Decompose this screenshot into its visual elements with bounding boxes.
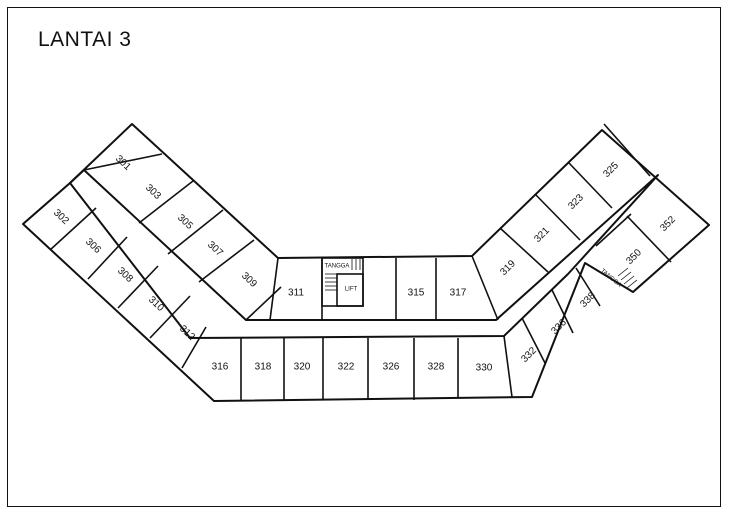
room-label-315: 315 bbox=[408, 288, 425, 299]
room-label-321: 321 bbox=[532, 225, 552, 245]
room-label-302: 302 bbox=[51, 207, 71, 227]
room-partitions bbox=[22, 123, 672, 400]
room-label-319: 319 bbox=[498, 258, 518, 278]
room-label-338: 338 bbox=[578, 290, 598, 310]
room-label-323: 323 bbox=[566, 192, 586, 212]
corridor bbox=[69, 169, 659, 339]
room-label-303: 303 bbox=[143, 182, 163, 202]
room-label-305: 305 bbox=[175, 212, 195, 232]
room-label-310: 310 bbox=[146, 294, 166, 314]
room-label-306: 306 bbox=[83, 236, 103, 256]
room-label-309: 309 bbox=[239, 270, 259, 290]
room-label-350: 350 bbox=[624, 247, 644, 267]
room-label-328: 328 bbox=[428, 362, 445, 373]
room-label-318: 318 bbox=[255, 362, 272, 373]
room-label-316: 316 bbox=[212, 362, 229, 373]
stair-label-right: TANGGA bbox=[599, 268, 622, 289]
stair-label-center: TANGGA bbox=[325, 264, 350, 270]
room-label-301: 301 bbox=[113, 153, 133, 173]
floor-title: LANTAI 3 bbox=[38, 28, 132, 51]
room-label-320: 320 bbox=[294, 362, 311, 373]
stair-lift-block bbox=[321, 257, 638, 307]
lift-label: LIFT bbox=[345, 287, 358, 293]
room-label-330: 330 bbox=[476, 363, 493, 374]
room-label-352: 352 bbox=[658, 214, 678, 234]
room-label-326: 326 bbox=[383, 362, 400, 373]
room-label-322: 322 bbox=[338, 362, 355, 373]
room-label-311: 311 bbox=[288, 288, 304, 299]
room-label-317: 317 bbox=[450, 288, 467, 299]
map-frame bbox=[7, 7, 721, 507]
room-label-308: 308 bbox=[115, 265, 135, 285]
room-label-332: 332 bbox=[519, 345, 539, 365]
building-walls bbox=[22, 123, 710, 402]
room-label-307: 307 bbox=[205, 239, 225, 259]
room-label-325: 325 bbox=[601, 160, 621, 180]
